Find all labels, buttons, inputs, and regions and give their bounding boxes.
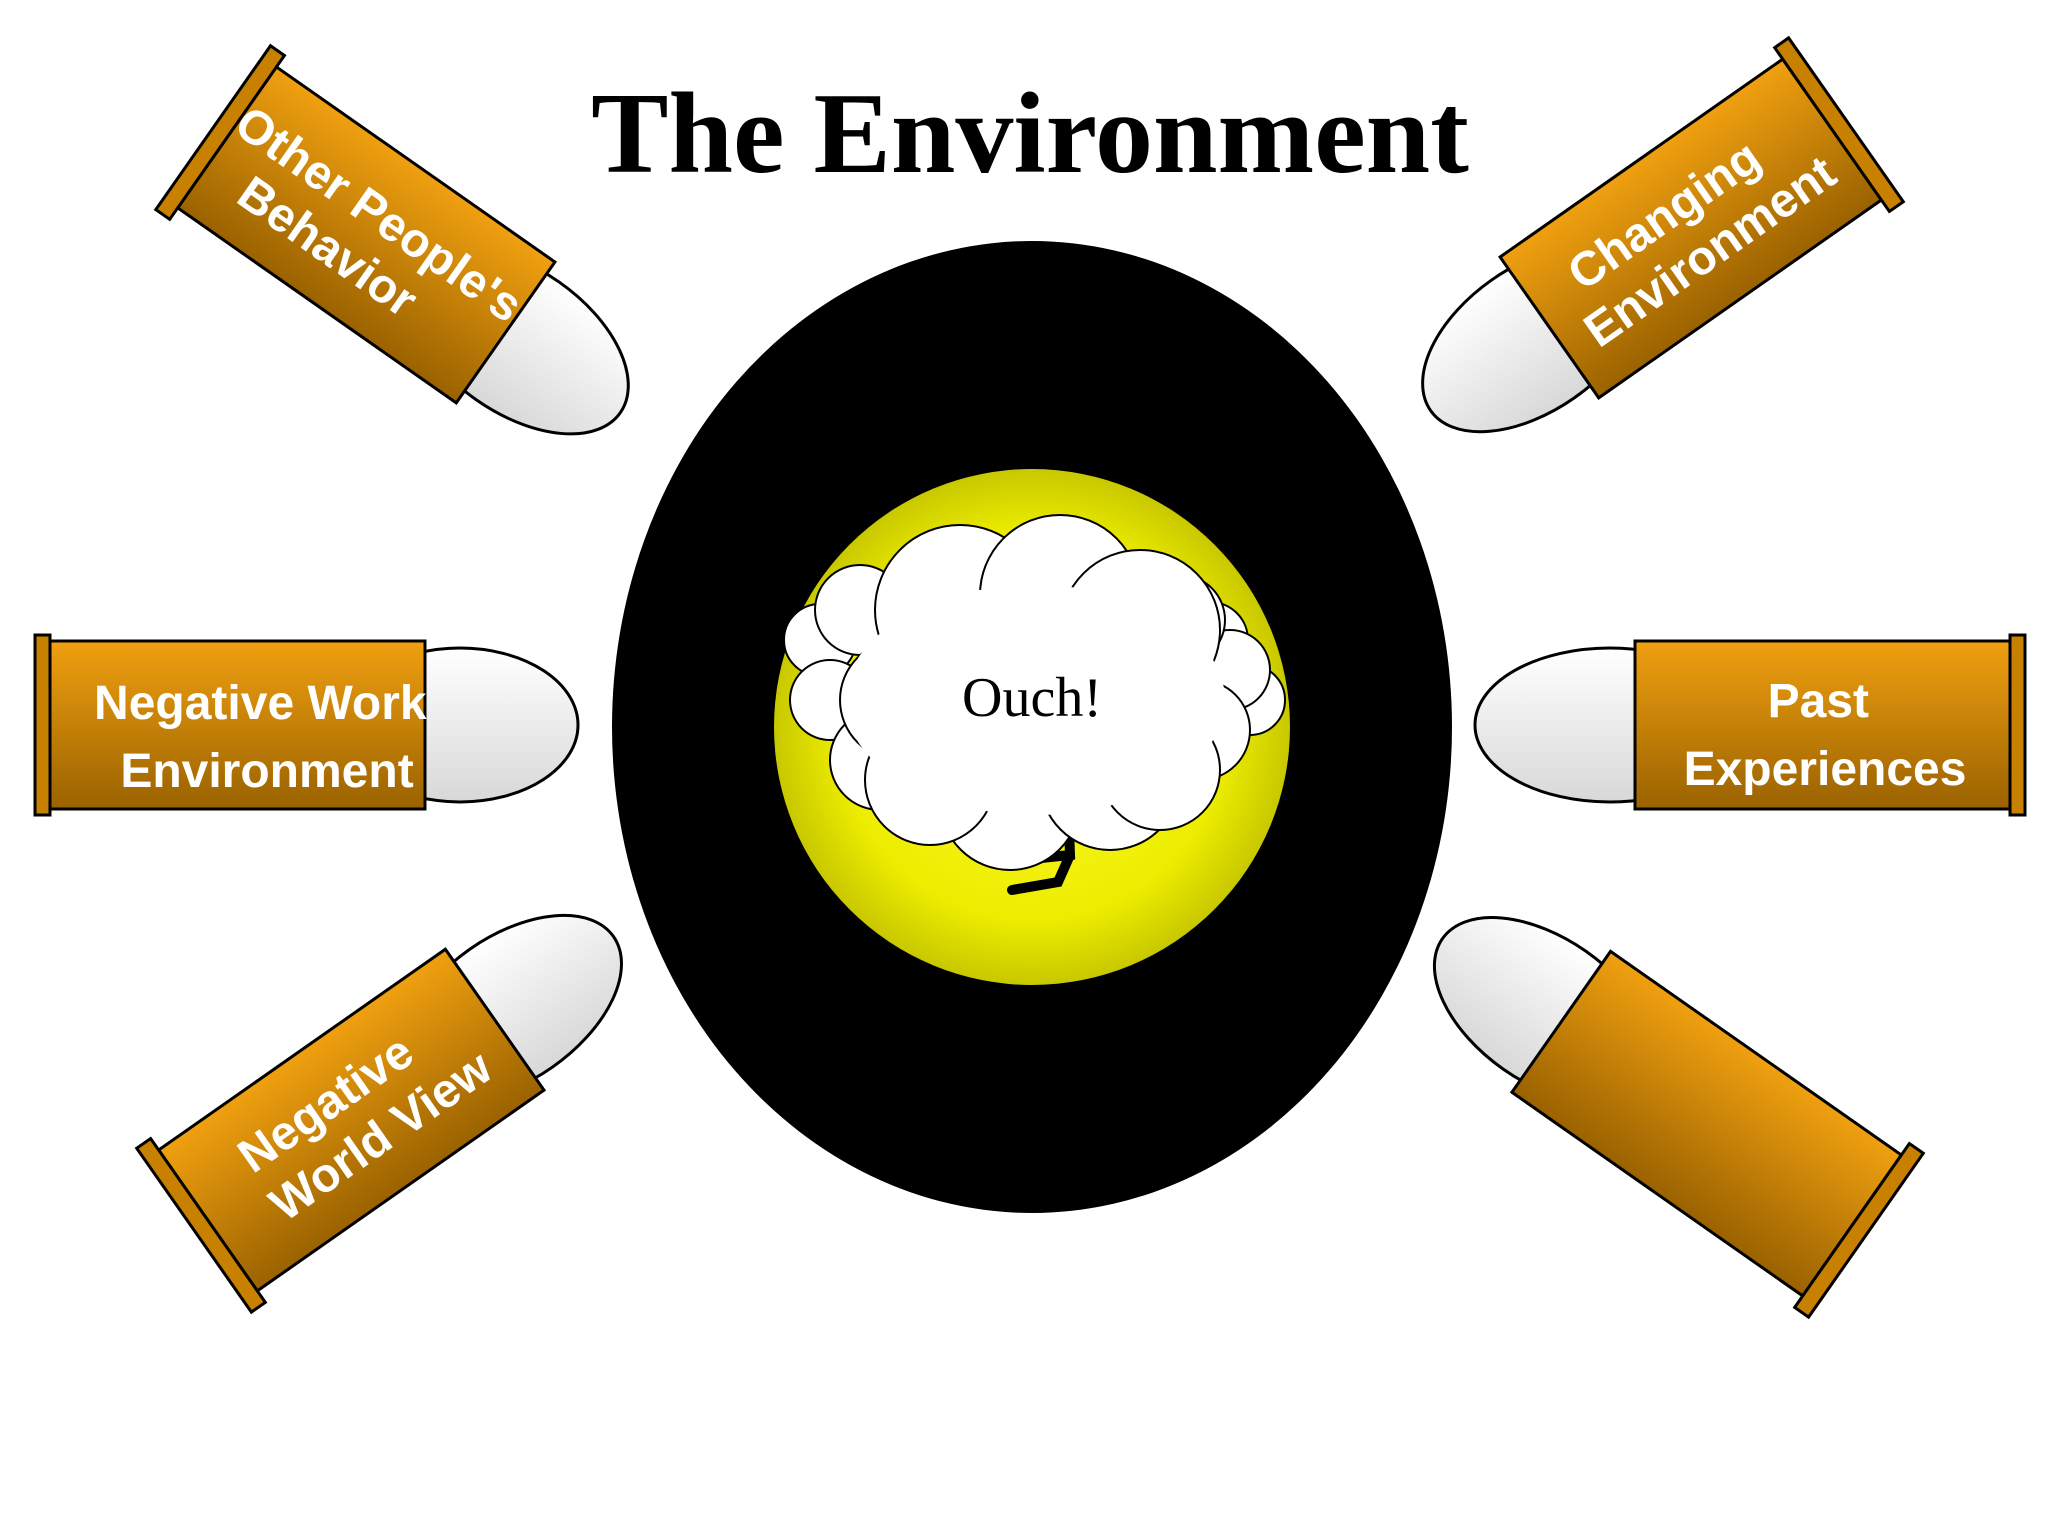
bullet-rim xyxy=(1772,35,1906,214)
bullet-label-line: Negative Work xyxy=(94,677,427,730)
bullet-negative-world-view: Negative World View xyxy=(134,913,623,1315)
bullet-rim xyxy=(33,633,52,817)
bullet-rim xyxy=(1792,1141,1926,1320)
bullet-label-line: Past xyxy=(1768,675,1869,728)
bullet-negative-work-environment: Negative Work Environment xyxy=(33,633,580,817)
target: Ouch! xyxy=(612,241,1452,1213)
page-title: The Environment xyxy=(591,70,1469,198)
bullet-past-experiences: Past Experiences xyxy=(1473,633,2027,817)
bullet-other-peoples-behavior: Other People's Behavior xyxy=(153,43,630,436)
bullet-rim xyxy=(134,1136,268,1315)
bullet-label-line: Environment xyxy=(120,745,413,798)
bullet-rim xyxy=(2008,633,2027,817)
bullet-rim xyxy=(153,43,287,222)
bullet-label: Negative Work Environment xyxy=(94,677,440,798)
bullet-label: Past Experiences xyxy=(1684,675,1967,796)
bullet-label-line: Experiences xyxy=(1684,743,1967,796)
bullet-casing xyxy=(1633,639,2012,811)
bullet-bottom-right xyxy=(1432,916,1926,1320)
bullet-casing xyxy=(48,639,427,811)
ouch-cloud xyxy=(783,514,1286,871)
ouch-label: Ouch! xyxy=(962,667,1102,729)
